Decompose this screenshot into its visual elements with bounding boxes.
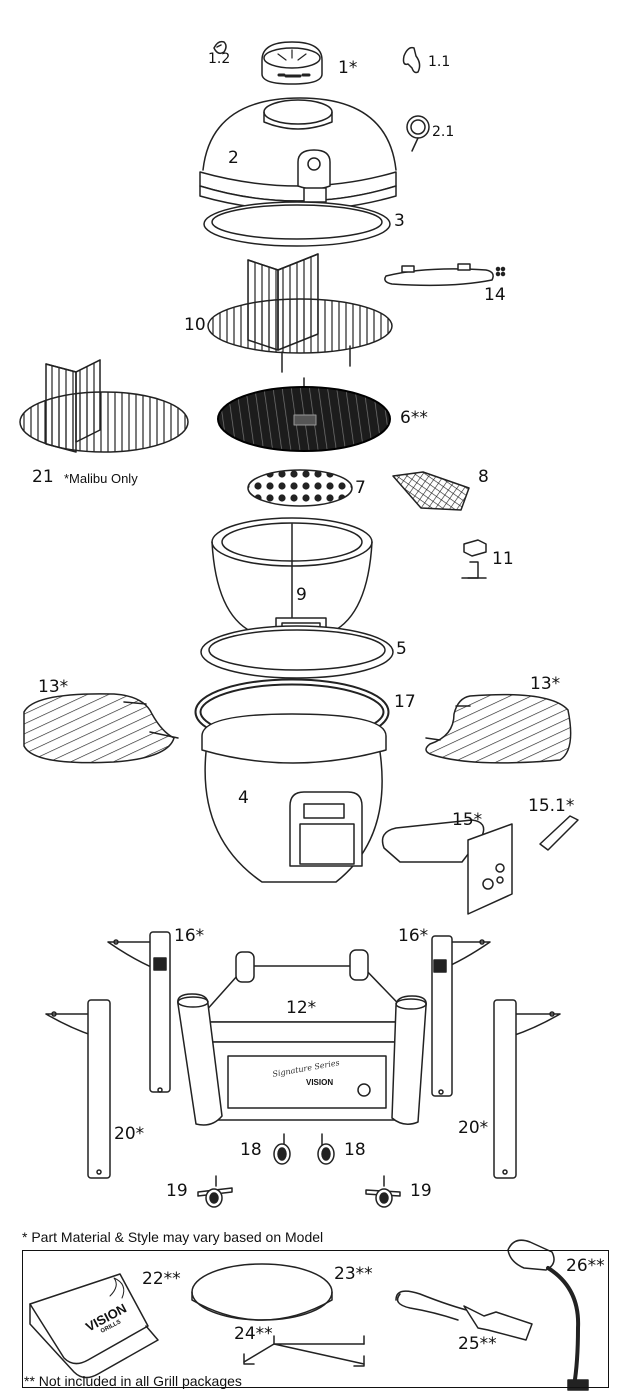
label-part-20-left: 20* [114, 1124, 145, 1144]
part-18-left-wheel [273, 1133, 291, 1165]
part-22-cover [29, 1273, 159, 1379]
part-20-right-leg [493, 999, 561, 1179]
label-part-22: 22** [142, 1269, 181, 1289]
part-25-ash-tool [395, 1290, 533, 1341]
label-part-15: 15* [452, 810, 483, 830]
label-part-15-1: 15.1* [528, 796, 575, 816]
label-part-3: 3 [394, 211, 405, 231]
label-part-6: 6** [400, 408, 428, 428]
label-part-19-right: 19 [410, 1181, 432, 1201]
label-part-1: 1* [338, 58, 358, 78]
malibu-note: *Malibu Only [64, 471, 138, 486]
label-part-1-2: 1.2 [208, 51, 231, 67]
label-part-13-right: 13* [530, 674, 561, 694]
part-19-right-caster [365, 1175, 401, 1208]
part-8-mesh-basket [392, 471, 470, 511]
label-part-25: 25** [458, 1334, 497, 1354]
label-part-7: 7 [355, 478, 366, 498]
label-part-1-1: 1.1 [428, 54, 451, 70]
part-19-left-caster [197, 1175, 233, 1208]
label-part-2-1: 2.1 [432, 124, 455, 140]
part-21-malibu-rack [19, 359, 189, 453]
part-20-left-leg [45, 999, 111, 1179]
label-part-24: 24** [234, 1324, 273, 1344]
part-1-2-knob [213, 40, 227, 55]
label-part-18-right: 18 [344, 1140, 366, 1160]
part-12-cart [177, 949, 427, 1126]
label-part-19-left: 19 [166, 1181, 188, 1201]
part-24-stone-stand [243, 1335, 365, 1367]
not-included-note: ** Not included in all Grill packages [24, 1373, 242, 1389]
label-part-23: 23** [334, 1264, 373, 1284]
label-part-8: 8 [478, 467, 489, 487]
part-13-left-shelf [23, 693, 179, 764]
part-23-pizza-stone [191, 1263, 333, 1321]
part-3-gasket [203, 201, 391, 247]
part-1-1-clip [402, 46, 421, 74]
part-2-1-thermometer [406, 115, 430, 152]
label-part-14: 14 [484, 285, 506, 305]
label-part-16-left: 16* [174, 926, 205, 946]
label-part-4: 4 [238, 788, 249, 808]
label-part-20-right: 20* [458, 1118, 489, 1138]
part-11-brackets [461, 539, 487, 579]
label-part-17: 17 [394, 692, 416, 712]
part-16-right-leg [431, 935, 491, 1097]
part-2-dome-lid [199, 97, 397, 211]
label-part-9: 9 [296, 585, 307, 605]
label-part-10: 10 [184, 315, 206, 335]
material-note: * Part Material & Style may vary based o… [22, 1229, 324, 1245]
part-7-charcoal-plate [247, 469, 353, 507]
part-16-left-leg [107, 931, 171, 1093]
label-part-26: 26** [566, 1256, 605, 1276]
part-1-top-vent [261, 41, 323, 85]
part-13-right-shelf [425, 693, 572, 764]
label-part-2: 2 [228, 148, 239, 168]
part-14-hinge [384, 263, 506, 287]
cabinet-brand: VISION [306, 1078, 334, 1087]
part-5-fire-ring [200, 625, 394, 679]
part-18-right-wheel [317, 1133, 335, 1165]
part-15-1-tool [539, 815, 579, 851]
part-26-grill-light [507, 1239, 589, 1391]
part-15-bracket [381, 819, 513, 915]
label-part-11: 11 [492, 549, 514, 569]
label-part-13-left: 13* [38, 677, 69, 697]
label-part-21: 21 [32, 467, 54, 487]
accessories-box [22, 1250, 609, 1388]
label-part-18-left: 18 [240, 1140, 262, 1160]
label-part-16-right: 16* [398, 926, 429, 946]
label-part-12: 12* [286, 998, 317, 1018]
part-4-base-body [201, 713, 387, 883]
part-6-cooking-grate [217, 377, 391, 452]
part-10-rack-system [207, 253, 393, 373]
label-part-5: 5 [396, 639, 407, 659]
